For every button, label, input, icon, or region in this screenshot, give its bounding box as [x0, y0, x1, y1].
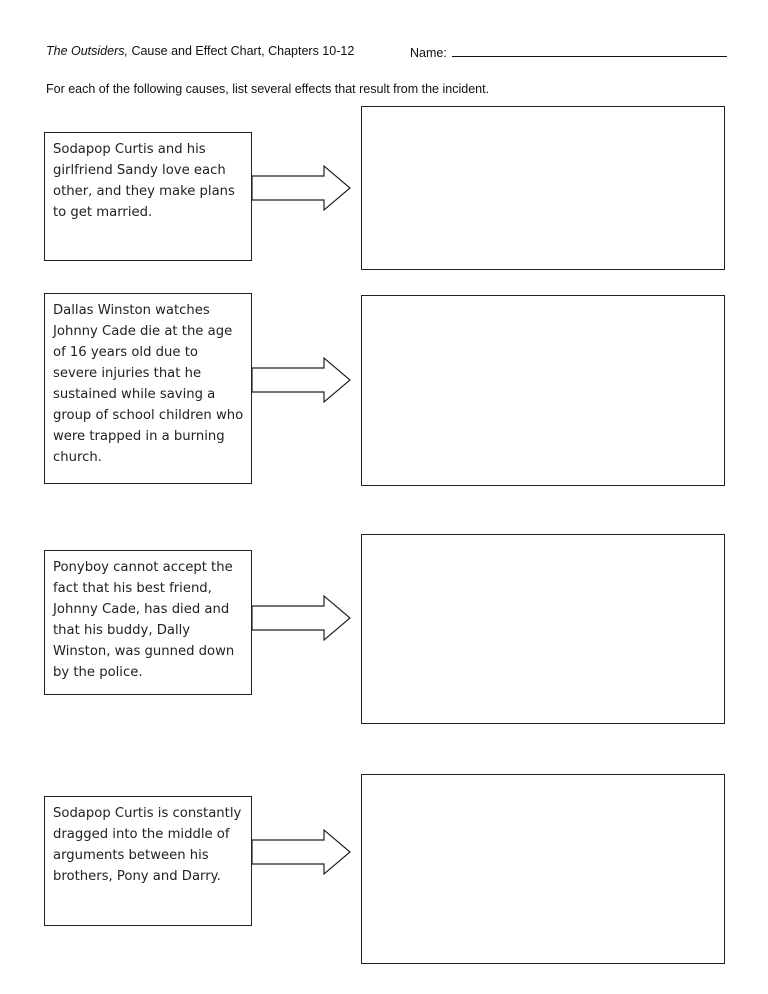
effect-box-2[interactable] [361, 295, 725, 486]
book-title: The Outsiders, [46, 44, 128, 58]
worksheet-title: The Outsiders, Cause and Effect Chart, C… [46, 44, 354, 58]
effect-box-3[interactable] [361, 534, 725, 724]
cause-box-1: Sodapop Curtis and his girlfriend Sandy … [44, 132, 252, 261]
instructions: For each of the following causes, list s… [46, 82, 490, 96]
name-label: Name: [410, 46, 447, 60]
right-arrow-icon [252, 164, 351, 212]
effect-box-4[interactable] [361, 774, 725, 964]
effect-box-1[interactable] [361, 106, 725, 270]
name-blank-line[interactable] [452, 44, 728, 57]
right-arrow-icon [252, 594, 351, 642]
cause-box-4: Sodapop Curtis is constantly dragged int… [44, 796, 252, 926]
name-field[interactable]: Name: [410, 44, 728, 60]
worksheet-subtitle: Cause and Effect Chart, Chapters 10-12 [127, 44, 355, 58]
cause-box-2: Dallas Winston watches Johnny Cade die a… [44, 293, 252, 484]
right-arrow-icon [252, 828, 351, 876]
right-arrow-icon [252, 356, 351, 404]
cause-box-3: Ponyboy cannot accept the fact that his … [44, 550, 252, 695]
